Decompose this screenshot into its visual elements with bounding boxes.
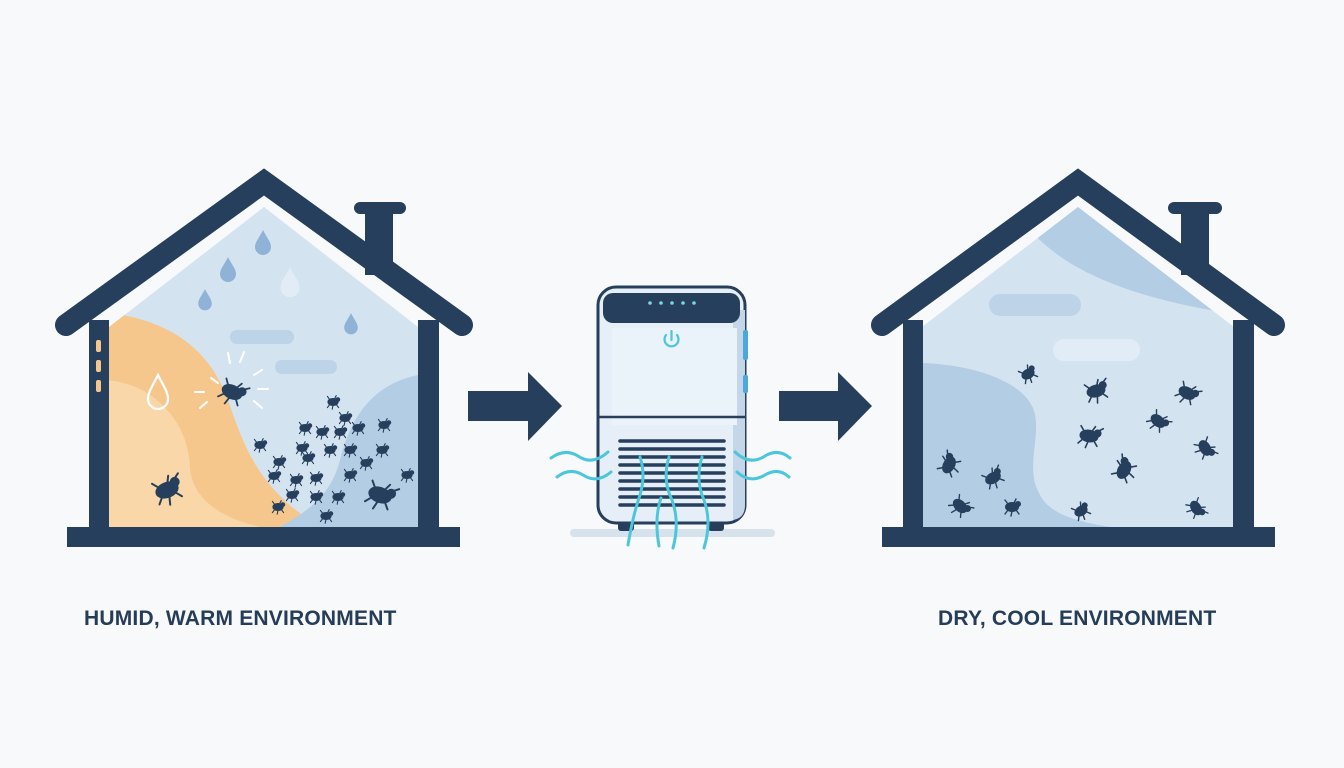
power-button-icon[interactable] xyxy=(663,329,680,348)
chimney-cap xyxy=(1168,202,1222,214)
vent-grille xyxy=(618,439,726,507)
roof xyxy=(55,168,473,336)
water-drop-outline-icon xyxy=(146,372,170,411)
highlighted-pest-icon xyxy=(194,351,269,412)
wall-left xyxy=(89,320,109,530)
airflow-waves xyxy=(549,450,792,550)
arrow-right-icon xyxy=(468,372,562,441)
house-humid-icon xyxy=(55,168,473,547)
device-control-panel xyxy=(603,293,740,323)
wall-right xyxy=(418,320,439,530)
wall-right xyxy=(1233,320,1254,530)
chimney-cap xyxy=(354,202,406,214)
dehumidifier-icon xyxy=(549,285,792,550)
indicator-dots xyxy=(648,301,696,305)
label-humid-warm: HUMID, WARM ENVIRONMENT xyxy=(84,607,397,630)
house-base xyxy=(882,527,1275,547)
wall-left xyxy=(903,320,923,530)
label-dry-cool: DRY, COOL ENVIRONMENT xyxy=(938,607,1217,630)
house-base xyxy=(67,527,460,547)
roof xyxy=(871,168,1285,336)
house-dry-icon xyxy=(871,168,1285,547)
arrow-right-icon xyxy=(779,372,872,441)
device-shadow xyxy=(570,529,775,537)
